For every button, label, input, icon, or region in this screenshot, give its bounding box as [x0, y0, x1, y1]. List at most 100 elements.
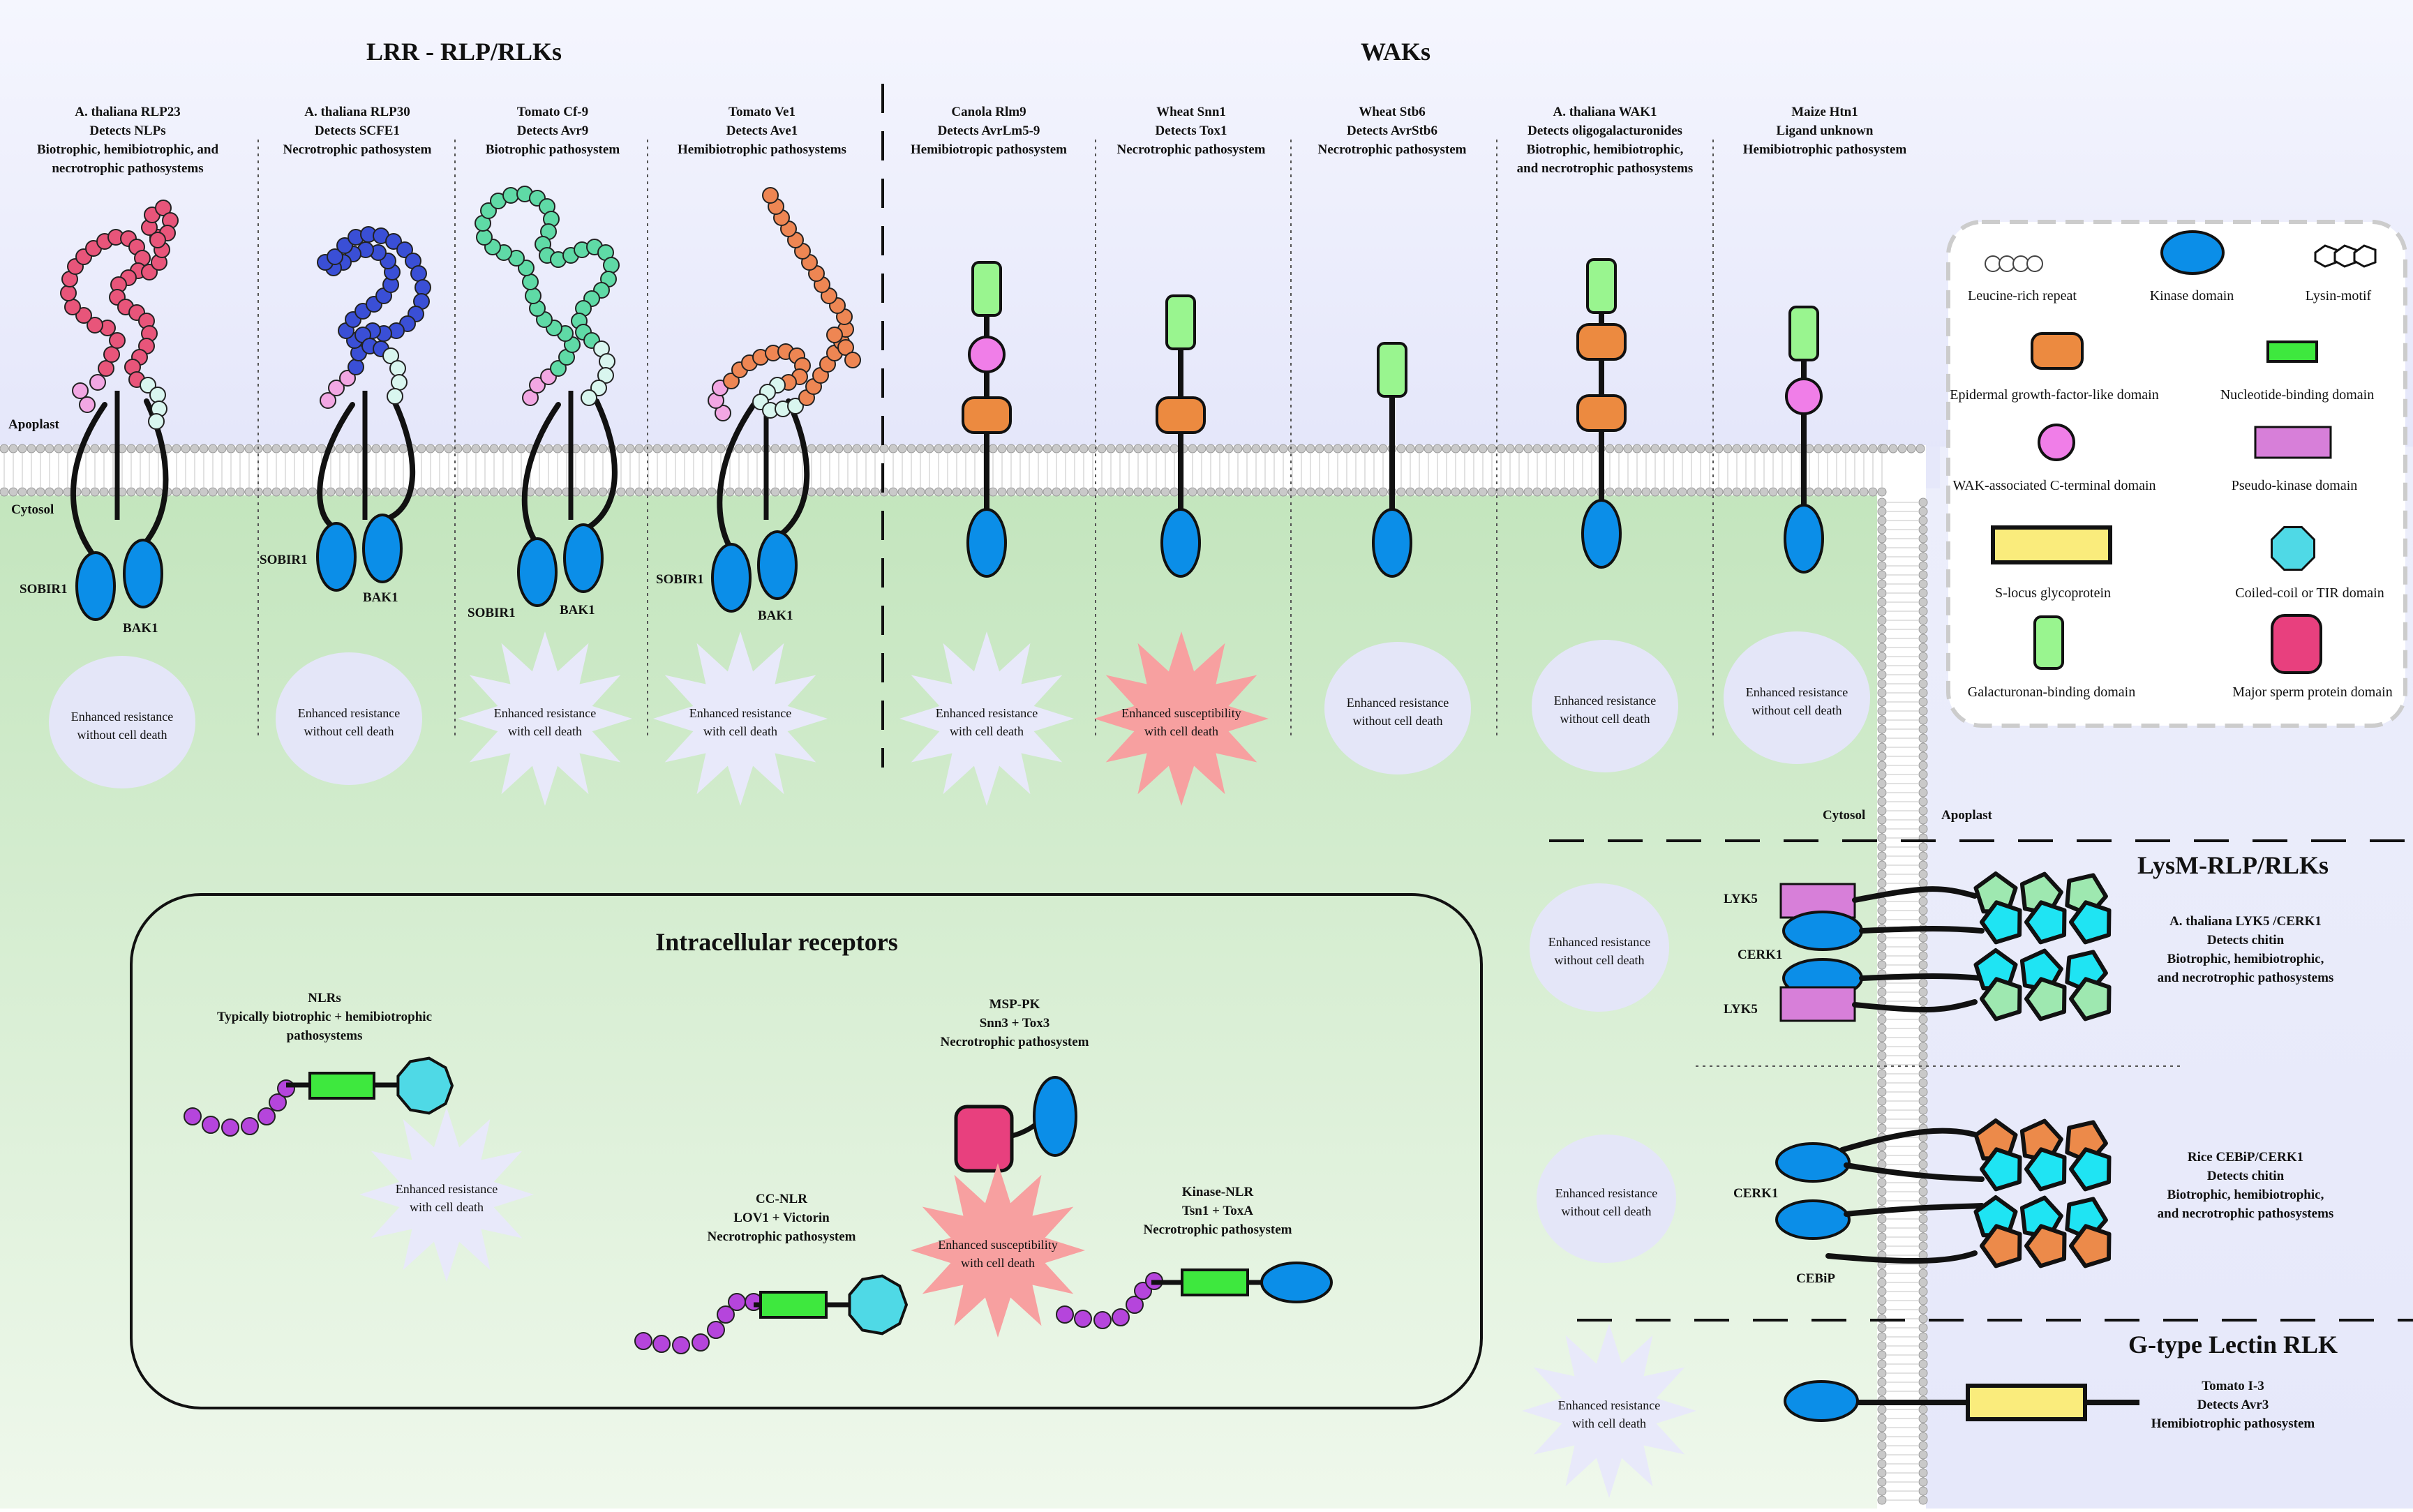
lipid-head — [1918, 1468, 1928, 1478]
lipid-head — [1560, 444, 1569, 454]
lipid-head — [1918, 606, 1928, 616]
outcome-text: without cell death — [304, 724, 394, 738]
lipid-head — [90, 444, 100, 454]
lipid-head — [662, 487, 671, 497]
lipid-head — [1918, 661, 1928, 671]
lipid-head — [988, 444, 998, 454]
lipid-head — [1918, 1377, 1928, 1387]
nlr-description: pathosystems — [287, 1028, 363, 1043]
lipid-head — [834, 487, 844, 497]
lipid-head — [625, 487, 635, 497]
lipid-head — [99, 444, 109, 454]
lipid-head — [1918, 996, 1928, 1006]
lipid-head — [1260, 487, 1270, 497]
lipid-head — [1918, 860, 1928, 870]
leucine-rich-repeat — [480, 202, 497, 219]
lipid-head — [1668, 487, 1678, 497]
lipid-head — [1015, 487, 1025, 497]
gtype-description: Tomato I-3 — [2202, 1379, 2264, 1393]
lipid-head — [1033, 487, 1043, 497]
lipid-head — [1043, 444, 1052, 454]
lipid-head — [371, 444, 381, 454]
lipid-head — [1897, 444, 1907, 454]
leucine-rich-repeat — [72, 382, 89, 399]
transmembrane-helix — [1852, 886, 1978, 903]
lipid-head — [1696, 444, 1705, 454]
lipid-head — [1877, 1114, 1887, 1124]
lyk5-cerk1-description: A. thaliana LYK5 /CERK1 — [2169, 914, 2322, 929]
lipid-head — [743, 444, 753, 454]
lipid-head — [1918, 1432, 1928, 1442]
lipid-head — [1918, 1323, 1928, 1333]
lipid-head — [1877, 1323, 1887, 1333]
leucine-rich-repeat — [590, 380, 607, 396]
lipid-head — [1918, 1359, 1928, 1369]
transmembrane-helix — [1825, 1250, 1978, 1264]
kinase-domain — [1372, 508, 1412, 578]
outcome-text: without cell death — [1555, 953, 1645, 967]
lipid-head — [1918, 1414, 1928, 1423]
lipid-head — [1918, 1287, 1928, 1296]
lipid-head — [1918, 1042, 1928, 1051]
pseudo-kinase-domain — [1779, 986, 1856, 1022]
leucine-rich-repeat — [826, 327, 843, 343]
lipid-head — [1623, 487, 1633, 497]
transmembrane-helix — [521, 402, 561, 547]
lipid-head — [1342, 487, 1352, 497]
lipid-head — [1106, 487, 1116, 497]
lipid-head — [1768, 487, 1778, 497]
lipid-head — [335, 444, 345, 454]
lipid-head — [480, 444, 490, 454]
receptor-description: Detects Ave1 — [726, 123, 798, 138]
lipid-head — [181, 487, 190, 497]
lipid-head — [589, 487, 599, 497]
legend-label: Leucine-rich repeat — [1968, 288, 2077, 304]
lipid-head — [1414, 444, 1424, 454]
lipid-head — [1151, 487, 1161, 497]
lipid-head — [81, 487, 91, 497]
lipid-head — [1918, 788, 1928, 798]
leucine-rich-repeat — [529, 377, 546, 394]
lipid-head — [1061, 444, 1070, 454]
outcome-circle — [1724, 631, 1870, 764]
lipid-head — [1641, 487, 1651, 497]
lipid-head — [308, 444, 318, 454]
lipid-head — [1650, 444, 1660, 454]
section-title-gtype: G-type Lectin RLK — [2128, 1331, 2338, 1358]
receptor-description: Detects AvrLm5-9 — [938, 123, 1040, 138]
lipid-head — [1918, 1459, 1928, 1469]
lipid-head — [1877, 951, 1887, 961]
lipid-head — [1918, 724, 1928, 734]
lipid-head — [1433, 444, 1442, 454]
lipid-head — [934, 444, 943, 454]
lipid-head — [1918, 534, 1928, 544]
lipid-head — [1224, 487, 1234, 497]
lipid-head — [1052, 444, 1061, 454]
leucine-rich-repeat — [581, 389, 597, 406]
outcome-text: with cell death — [1144, 724, 1218, 738]
transmembrane-helix — [380, 398, 416, 523]
lipid-head — [1877, 1241, 1887, 1251]
leucine-rich-repeat — [502, 187, 519, 204]
lipid-head — [435, 444, 444, 454]
lipid-head — [1918, 1214, 1928, 1224]
lipid-head — [1877, 1359, 1887, 1369]
kinase-domain — [1260, 1262, 1333, 1303]
outcome-starburst — [458, 631, 632, 806]
outcome-text: without cell death — [1353, 714, 1443, 728]
lipid-head — [1918, 1196, 1928, 1206]
outcome-circle — [1530, 883, 1669, 1012]
lipid-head — [553, 444, 562, 454]
lipid-head — [353, 444, 363, 454]
outcome-text: with cell death — [410, 1200, 484, 1214]
lipid-head — [144, 444, 154, 454]
nucleotide-binding-domain — [759, 1291, 828, 1319]
coreceptor-label: SOBIR1 — [260, 553, 308, 567]
leucine-rich-repeat — [141, 264, 158, 280]
cerk1-label: CERK1 — [1733, 1186, 1778, 1201]
transmembrane-helix — [581, 398, 618, 533]
lipid-head — [1877, 1232, 1887, 1242]
lipid-head — [199, 487, 209, 497]
